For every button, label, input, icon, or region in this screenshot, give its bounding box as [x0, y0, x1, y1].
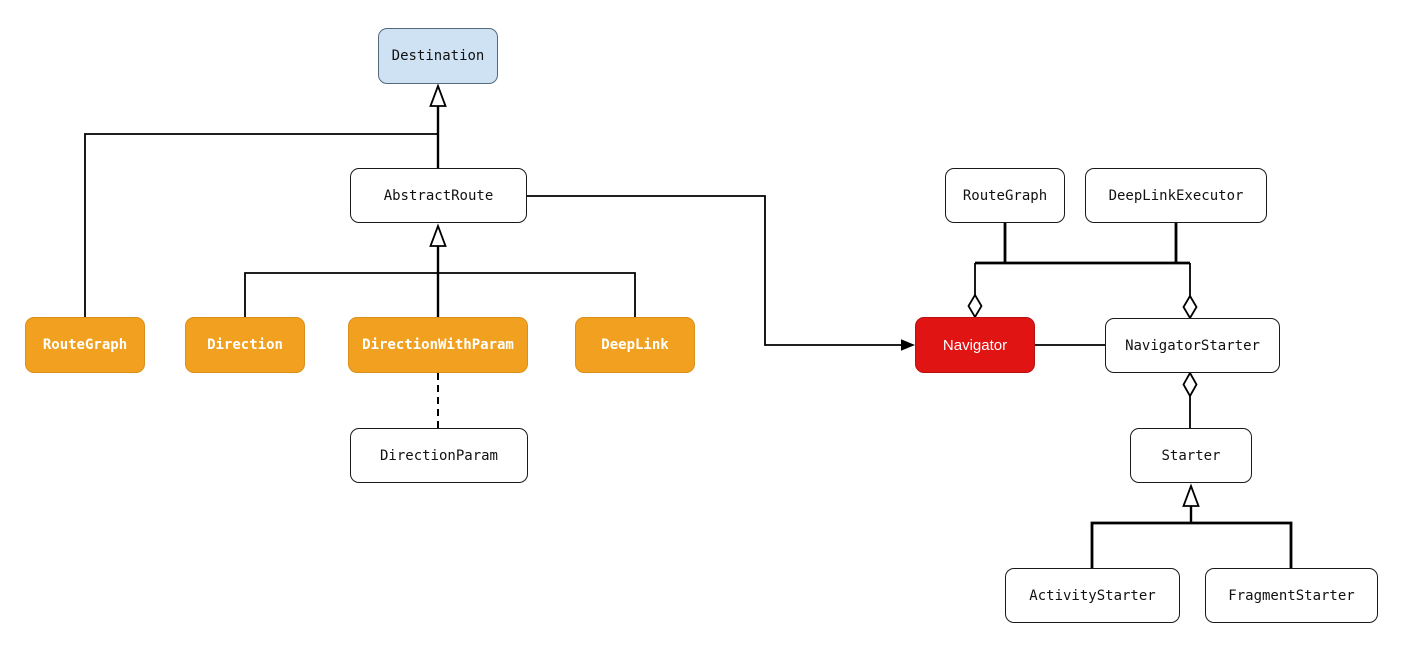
- node-label: Starter: [1161, 447, 1221, 464]
- node-activity-starter: ActivityStarter: [1005, 568, 1180, 623]
- edge-routegraph-to-destination: [84, 133, 438, 317]
- node-label: NavigatorStarter: [1125, 337, 1260, 354]
- node-navigator: Navigator: [915, 317, 1035, 373]
- node-label: Destination: [391, 48, 485, 64]
- node-label: DirectionWithParam: [362, 337, 514, 353]
- node-direction-with-param: DirectionWithParam: [348, 317, 528, 373]
- edge-inheritance-to-destination: [84, 83, 447, 317]
- aggregation-diamond-icon: [1182, 294, 1198, 320]
- node-label: DirectionParam: [379, 447, 498, 464]
- node-label: RouteGraph: [42, 337, 128, 353]
- node-label: AbstractRoute: [383, 187, 494, 204]
- node-navigator-starter: NavigatorStarter: [1105, 318, 1280, 373]
- node-label: DeepLinkExecutor: [1108, 187, 1244, 204]
- edge-navigatorstarter-to-starter: [1182, 371, 1198, 428]
- edge-abstractroute-to-navigator: [527, 195, 915, 351]
- node-deep-link: DeepLink: [575, 317, 695, 373]
- edge-starters-bus: [1090, 521, 1293, 568]
- edge-inheritance-to-starter: [1090, 483, 1293, 568]
- edge-aggregation-bus-right: [967, 223, 1198, 320]
- node-direction: Direction: [185, 317, 305, 373]
- inheritance-arrowhead-icon: [1182, 483, 1200, 507]
- aggregation-diamond-icon: [967, 293, 983, 319]
- edge-children-bus: [244, 272, 636, 317]
- node-label: FragmentStarter: [1228, 587, 1355, 604]
- node-destination: Destination: [378, 28, 498, 84]
- edge-inheritance-to-abstractroute: [244, 223, 636, 317]
- node-label: Direction: [207, 337, 283, 353]
- node-fragment-starter: FragmentStarter: [1205, 568, 1378, 623]
- node-abstract-route: AbstractRoute: [350, 168, 527, 223]
- node-starter: Starter: [1130, 428, 1252, 483]
- node-route-graph-left: RouteGraph: [25, 317, 145, 373]
- node-label: ActivityStarter: [1029, 587, 1156, 604]
- edge-abstractroute-navigator-line: [527, 195, 902, 346]
- node-direction-param: DirectionParam: [350, 428, 528, 483]
- node-label: RouteGraph: [962, 187, 1048, 204]
- node-deep-link-executor: DeepLinkExecutor: [1085, 168, 1267, 223]
- node-route-graph-right: RouteGraph: [945, 168, 1065, 223]
- node-label: DeepLink: [601, 337, 669, 353]
- aggregation-diamond-icon: [1182, 371, 1198, 398]
- inheritance-arrowhead-icon: [429, 83, 447, 107]
- node-label: Navigator: [942, 336, 1008, 354]
- inheritance-arrowhead-icon: [429, 223, 447, 247]
- association-arrowhead-icon: [901, 339, 915, 351]
